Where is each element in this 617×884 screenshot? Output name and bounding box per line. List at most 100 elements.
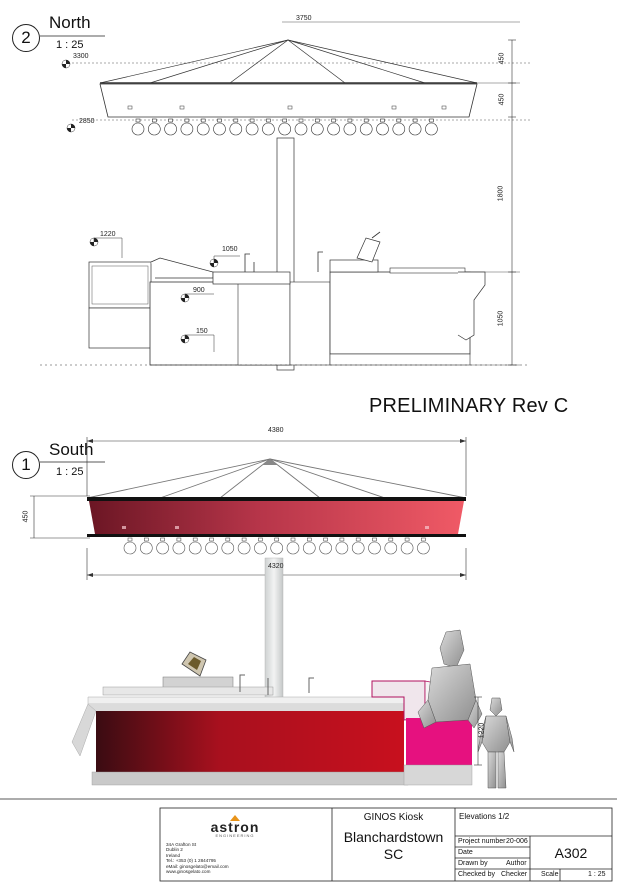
light-bulb (131, 122, 145, 136)
light-bulb (335, 541, 349, 555)
bulb-socket (372, 537, 377, 542)
bulb-socket (249, 118, 255, 123)
bulb-socket (241, 537, 247, 542)
checked-by-value: Checker (501, 871, 528, 878)
drawn-by-value: Author (506, 860, 527, 867)
light-bulb (368, 541, 381, 555)
light-bulb (425, 122, 438, 136)
south-view-title: South (49, 440, 94, 459)
drawn-by-label: Drawn by (458, 860, 488, 867)
north-dim-top-width: 3750 (296, 15, 312, 22)
light-bulb (262, 122, 275, 136)
light-bulb (384, 541, 398, 555)
bulb-socket (429, 118, 434, 123)
scale-label: Scale (541, 871, 559, 878)
north-view-title: North (49, 13, 91, 32)
person-figure-front (477, 697, 515, 789)
sheet-number: A302 (554, 845, 588, 861)
light-bulb (417, 541, 430, 555)
bulb-socket (200, 118, 206, 123)
bulb-socket (347, 118, 353, 123)
preliminary-stamp: PRELIMINARY Rev C (369, 395, 569, 417)
light-bulb (172, 541, 186, 555)
bulb-socket (160, 537, 165, 542)
logo-accent-icon (230, 815, 240, 821)
project-number-value: 20-006 (506, 838, 528, 845)
bulb-socket (298, 118, 304, 123)
bulb-socket (314, 118, 320, 123)
north-dim-1050: 1050 (222, 246, 238, 253)
bulb-socket (363, 118, 369, 123)
date-label: Date (458, 849, 473, 856)
north-dim-1220: 1220 (100, 231, 116, 238)
north-dim-150: 150 (196, 328, 208, 335)
bulb-socket (217, 118, 222, 123)
light-bulb (245, 122, 259, 136)
light-bulb (408, 122, 422, 136)
north-view-scale: 1 : 25 (56, 39, 84, 51)
light-bulb (229, 122, 243, 136)
bulb-socket (176, 537, 182, 542)
bulb-socket (323, 537, 328, 542)
light-bulb (392, 122, 406, 136)
bulb-socket (192, 537, 198, 542)
bulb-socket (412, 118, 418, 123)
north-view-number: 2 (12, 24, 40, 52)
person-figure-back (417, 629, 483, 729)
light-bulb (123, 541, 137, 555)
bulb-socket (331, 118, 336, 123)
bulb-socket (127, 537, 133, 542)
bulb-socket (290, 537, 296, 542)
bulb-socket (168, 118, 173, 123)
bulb-socket (274, 537, 280, 542)
north-dim-3300: 3300 (73, 53, 89, 60)
project-location-line1: Blanchardstown (343, 829, 444, 845)
light-bulb (164, 122, 177, 136)
company-address: 34A Grafton St Dublin 2 Ireland Tel.: +3… (166, 842, 229, 875)
bulb-socket (233, 118, 239, 123)
bulb-socket (388, 537, 394, 542)
bulb-socket (144, 537, 149, 542)
light-bulb (286, 541, 300, 555)
company-logo: astron ENGINEERING (190, 819, 280, 838)
sheet-title: Elevations 1/2 (459, 812, 510, 821)
bulb-socket (396, 118, 402, 123)
light-bulb (327, 122, 340, 136)
light-bulb (351, 541, 365, 555)
bulb-socket (184, 118, 190, 123)
light-bulb (270, 541, 284, 555)
company-logo-wordmark: astron (210, 819, 260, 835)
light-bulb (359, 122, 373, 136)
light-bulb (196, 122, 210, 136)
bulb-socket (404, 537, 410, 542)
light-bulb (294, 122, 308, 136)
bulb-socket (209, 537, 214, 542)
project-number-label: Project number (458, 838, 506, 845)
light-bulb (254, 541, 267, 555)
bulb-socket (355, 537, 361, 542)
project-name: GINOS Kiosk (363, 812, 424, 823)
north-dim-900: 900 (193, 287, 205, 294)
bulb-socket (135, 118, 141, 123)
light-bulb (221, 541, 235, 555)
light-bulb (343, 122, 357, 136)
light-bulb (180, 122, 194, 136)
light-bulb (237, 541, 251, 555)
light-bulb (188, 541, 202, 555)
light-bulb (310, 122, 324, 136)
light-bulb (156, 541, 169, 555)
light-bulb (205, 541, 218, 555)
north-dim-2850: 2850 (79, 118, 95, 125)
project-location-line2: SC (383, 846, 404, 862)
light-bulb (319, 541, 332, 555)
south-view-scale: 1 : 25 (56, 466, 84, 478)
light-bulb (140, 541, 153, 555)
bulb-socket (380, 118, 385, 123)
light-bulb (213, 122, 226, 136)
light-bulb (302, 541, 316, 555)
bulb-socket (421, 537, 426, 542)
south-dim-top-width: 4380 (268, 427, 284, 434)
south-view-number: 1 (12, 451, 40, 479)
